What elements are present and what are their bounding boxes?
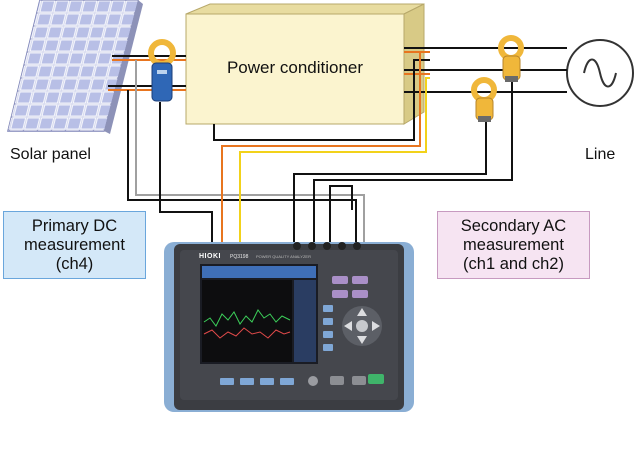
device-brand: HIOKI <box>199 253 221 260</box>
solar-panel-icon <box>7 0 143 134</box>
solar-panel-label: Solar panel <box>10 146 91 163</box>
primary-line-3: (ch4) <box>55 255 94 273</box>
knob <box>308 376 318 386</box>
secondary-line-2: measurement <box>463 236 564 254</box>
start-key <box>368 374 384 384</box>
device-subtitle: POWER QUALITY ANALYZER <box>256 254 311 259</box>
clamp-sensor-icon <box>471 77 497 122</box>
device-model: PQ3198 <box>230 254 249 260</box>
power-quality-analyzer <box>164 242 414 412</box>
primary-line-2: measurement <box>24 236 125 254</box>
measurement-leads <box>127 51 513 244</box>
primary-dc-measurement-box: Primary DC measurement (ch4) <box>3 211 146 279</box>
ac-wires <box>404 47 567 93</box>
esc-key <box>330 376 344 385</box>
clamp-sensor-icon <box>148 39 176 102</box>
function-keys <box>332 276 368 298</box>
ac-source-icon <box>566 39 634 107</box>
input-connectors <box>293 242 361 250</box>
line-label: Line <box>585 146 616 163</box>
analyzer-screen <box>200 264 318 364</box>
secondary-line-3: (ch1 and ch2) <box>463 255 564 273</box>
clamp-sensor-icon <box>498 35 524 82</box>
side-keys <box>323 305 333 351</box>
secondary-ac-measurement-box: Secondary AC measurement (ch1 and ch2) <box>437 211 590 279</box>
primary-line-1: Primary DC <box>31 217 118 235</box>
power-conditioner-label: Power conditioner <box>226 58 364 77</box>
secondary-line-1: Secondary AC <box>460 217 567 235</box>
bottom-keys <box>220 378 294 385</box>
enter-key <box>352 376 366 385</box>
direction-pad <box>342 306 382 346</box>
